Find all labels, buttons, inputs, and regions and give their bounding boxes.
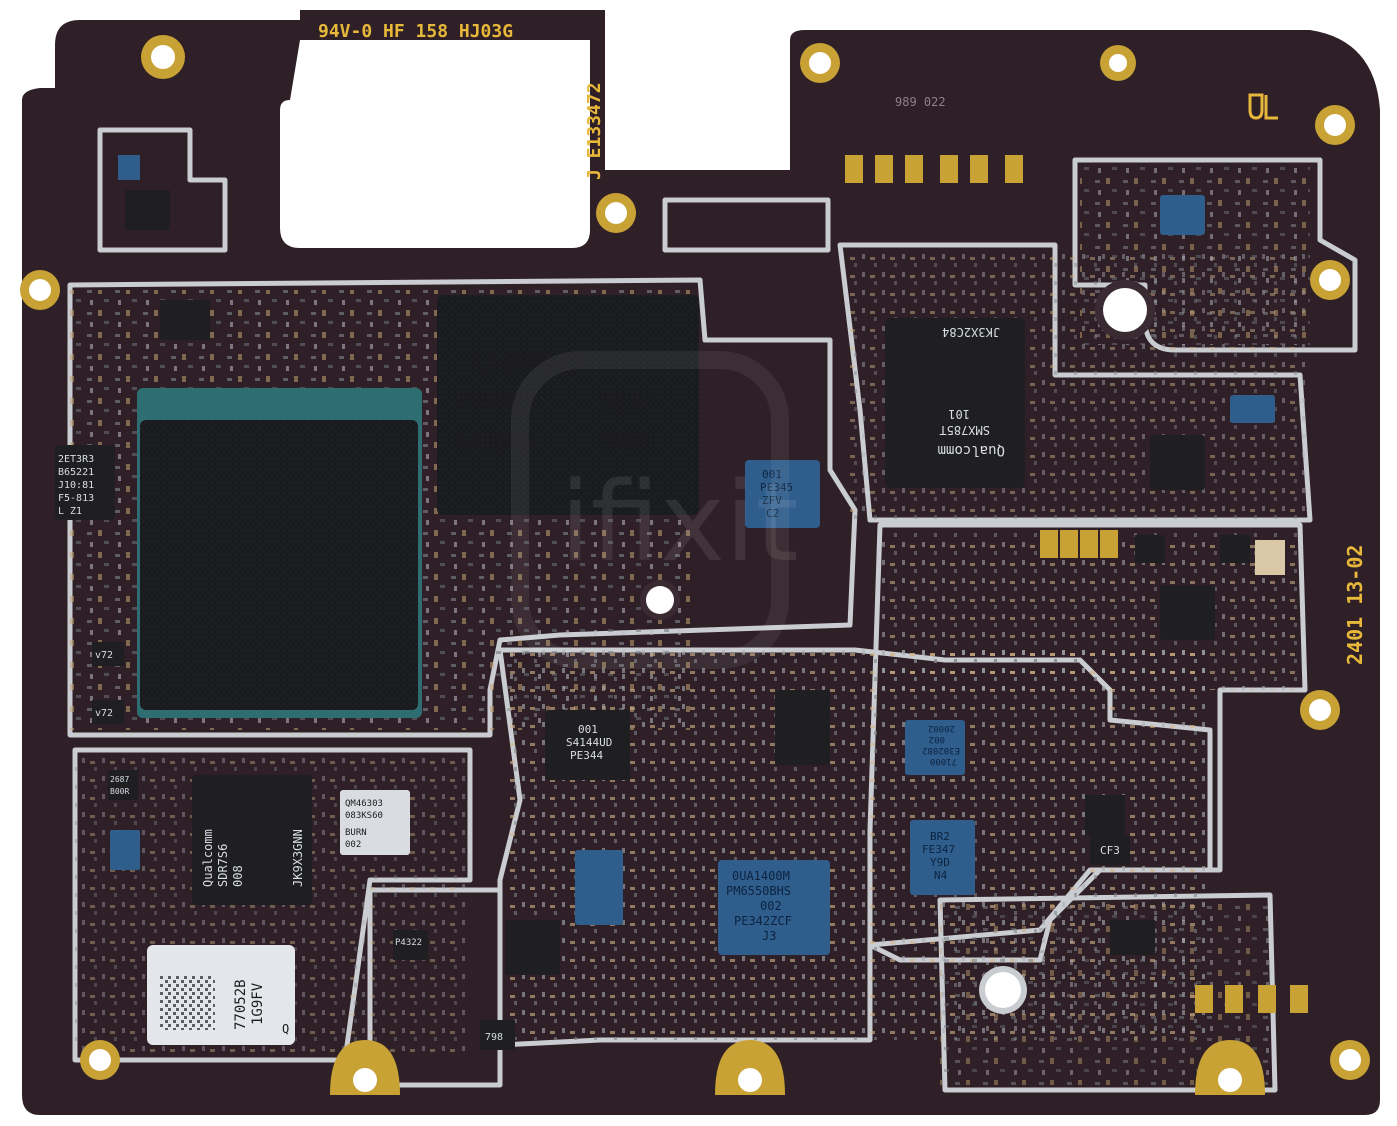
- left-ic-l2: B65221: [58, 467, 94, 478]
- dark-chip-2: [1160, 585, 1215, 640]
- watermark-logo: ifixit: [511, 351, 799, 669]
- blue-mid-l2: FE347: [922, 843, 955, 856]
- b4-text: 2687: [110, 775, 129, 784]
- left-ic-l4: F5-813: [58, 493, 94, 504]
- silk-small-marking: 989 022: [895, 95, 946, 109]
- b5-text: B00R: [110, 787, 129, 796]
- memory-text-3: 3377: [600, 391, 653, 416]
- dark-chip-3: [1135, 535, 1165, 563]
- small-ic-v72-b: v72: [92, 700, 124, 724]
- dark-chip-9: [125, 190, 170, 230]
- pmic-main: 0UA1400M PM6550BHS 002 PE342ZCF J3: [718, 860, 830, 955]
- pmic-upper-l4: C2: [766, 507, 779, 520]
- board-cutout: [280, 40, 590, 248]
- blue-chip-small-4: [110, 830, 140, 870]
- blue-chip-top: 71000 E302082 002 20002: [905, 720, 965, 775]
- small-ic-798: 798: [480, 1020, 515, 1050]
- qualcomm-rf-chip: Qualcomm SMX785T 101 JK3X2C84: [885, 318, 1025, 488]
- shield-l3: Q: [282, 1022, 289, 1036]
- 798-text: 798: [485, 1032, 503, 1043]
- blue-top-l1: 71000: [930, 756, 957, 766]
- center-chip-l1: 001: [578, 723, 598, 736]
- memory-text-1: L62B9623: [475, 351, 581, 376]
- pmic-upper-l3: ZFV: [762, 494, 782, 507]
- silk-side-marking: J E133472: [584, 82, 605, 180]
- blue-chip-small-2: [1160, 195, 1205, 235]
- dark-chip-1: [1150, 435, 1205, 490]
- dark-chip-7: [1110, 920, 1155, 955]
- wifi-l1: QM46303: [345, 799, 383, 809]
- sdr-transceiver: Qualcomm SDR7S6 008 JK9X3GNN: [192, 775, 312, 905]
- center-chip-l3: PE344: [570, 749, 603, 762]
- blue-chip-small-3: [1230, 395, 1275, 423]
- sdr-l4: JK9X3GNN: [291, 829, 305, 887]
- pmic-main-l4: PE342ZCF: [734, 914, 792, 928]
- mounting-holes: [20, 35, 1370, 1095]
- blue-mid-l1: BR2: [930, 830, 950, 843]
- blue-top-l2: E302082: [922, 745, 960, 755]
- memory-chip: L62B9623 T0HBS3 3377 K4U8H6 3YA1: [437, 295, 699, 515]
- small-ic-b-text: v72: [95, 708, 113, 719]
- left-ic-l5: L Z1: [58, 506, 82, 517]
- pmic-main-l5: J3: [762, 929, 776, 943]
- left-ic-l3: J10:81: [58, 480, 94, 491]
- qcom-rf-l2: 101: [948, 407, 970, 421]
- blue-top-l3: 002: [929, 734, 945, 744]
- qcom-rf-l1: SMX785T: [939, 423, 990, 437]
- sdr-l1: Qualcomm: [201, 829, 215, 887]
- small-ic-a-text: v72: [95, 650, 113, 661]
- wifi-chip: QM46303 083KS60 BURN 002: [340, 790, 410, 855]
- dark-chip-10: [160, 300, 210, 340]
- pmic-main-l2: PM6550BHS: [726, 884, 791, 898]
- dark-chip-4: [1220, 535, 1250, 563]
- qcom-rf-brand: Qualcomm: [938, 442, 1005, 458]
- small-ic-p4322: P4322: [393, 930, 428, 960]
- small-ic-cf3: CF3: [1090, 835, 1130, 865]
- blue-chip-small-5: [118, 155, 140, 180]
- left-ic-l1: 2ET3R3: [58, 454, 94, 465]
- blue-top-l4: 20002: [928, 723, 955, 733]
- center-chip-l2: S4144UD: [566, 736, 612, 749]
- shield-l2: 1G9FV: [250, 982, 266, 1025]
- blue-mid-l3: Y9D: [930, 856, 950, 869]
- pmic-main-l1: 0UA1400M: [732, 869, 790, 883]
- pmic-blue-upper: 001 PE345 ZFV C2: [745, 460, 820, 528]
- sdr-l3: 008: [231, 865, 245, 887]
- silk-date-code: 2401 13-02: [1343, 545, 1367, 665]
- blue-chip-small-1: [575, 850, 623, 925]
- watermark-text: ifixit: [560, 458, 799, 586]
- cf3-text: CF3: [1100, 844, 1120, 857]
- wifi-l3: BURN: [345, 828, 367, 838]
- small-ic-left-b: 2687 B00R: [108, 770, 138, 800]
- memory-text-5: 3YA1: [600, 431, 653, 456]
- p4322-text: P4322: [395, 938, 422, 948]
- shielded-module: 77052B 1G9FV Q: [147, 945, 295, 1045]
- sdr-l2: SDR7S6: [216, 844, 230, 887]
- pmic-upper-l2: PE345: [760, 481, 793, 494]
- dark-chip-6: [1085, 795, 1125, 835]
- pmic-upper-l1: 001: [762, 468, 782, 481]
- gold-pads-top: [845, 155, 1308, 1013]
- left-ic: 2ET3R3 B65221 J10:81 F5-813 L Z1: [55, 445, 115, 520]
- shield-l1: 77052B: [233, 979, 249, 1030]
- power-chip-center: 001 S4144UD PE344: [545, 710, 630, 780]
- ul-mark-icon: [1248, 93, 1278, 120]
- silk-top-marking: 94V-0 HF 158 HJ03G: [318, 21, 513, 42]
- blue-chip-mid: BR2 FE347 Y9D N4: [910, 820, 975, 895]
- wifi-l2: 083KS60: [345, 811, 383, 821]
- pmic-main-l3: 002: [760, 899, 782, 913]
- blue-mid-l4: N4: [934, 869, 948, 882]
- memory-text-4: K4U8H6: [455, 431, 534, 456]
- wifi-l4: 002: [345, 840, 361, 850]
- soc-package: [137, 388, 422, 718]
- memory-text-2: T0HBS3: [455, 391, 534, 416]
- dark-chip-5: [775, 690, 830, 765]
- small-ic-v72-a: v72: [92, 642, 124, 666]
- dark-chip-8: [505, 920, 560, 975]
- qcom-rf-l3: JK3X2C84: [942, 325, 1000, 339]
